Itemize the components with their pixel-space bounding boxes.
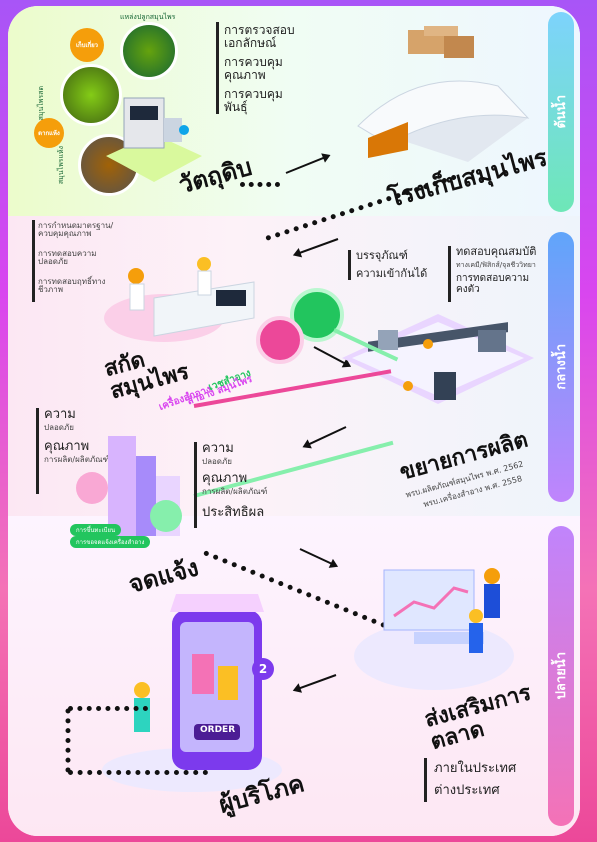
tab-downstream: ปลายน้ำ [548,526,574,826]
marketing-international: ต่างประเทศ [434,783,500,798]
reg-right-quality: คุณภาพ [202,471,248,486]
connector-consumer-loop-top [68,706,148,711]
warehouse-illustration [348,20,538,166]
registration-building-illustration [72,426,192,550]
cart-count-badge: 2 [252,658,274,680]
content-panel: ต้นน้ำ กลางน้ำ ปลายน้ำ เก็บเกี่ยว ตากแห้… [8,6,580,836]
registration-pill-notify: การขอจดแจ้งเครื่องสำอาง [70,536,151,548]
arc-text-dried: สมุนไพรแห้ง [57,146,65,185]
tab-upstream: ต้นน้ำ [548,12,574,212]
extraction-lab-illustration [104,238,264,348]
production-right-bracket [448,246,451,302]
marketing-illustration [354,546,524,696]
factory-illustration [338,300,538,424]
fresh-herb-circle [120,22,178,80]
reg-right-quality-sub: การผลิต/ผลิตภัณฑ์ [202,487,268,496]
cosmetic-circle-2 [256,316,304,364]
drying-badge-text: ตากแห้ง [38,130,60,137]
production-label-test: ทดสอบคุณสมบัติ [456,245,537,258]
herb-leaves-circle [60,64,122,126]
connector-consumer-loop-left [65,708,71,773]
registration-right-bracket [194,442,197,528]
connector-consumer-loop-bottom [68,770,208,775]
order-label: ORDER [200,725,236,735]
raw-label-quality: การควบคุมคุณภาพ [224,55,283,82]
production-left-bracket [348,250,351,280]
tab-downstream-label: ปลายน้ำ [553,652,569,700]
registration-left-bracket [36,408,39,494]
raw-labels-bracket [216,22,219,114]
marketing-domestic: ภายในประเทศ [434,761,517,776]
extraction-label-standard: การกำหนดมาตรฐาน/ควบคุมคุณภาพ [38,221,114,239]
raw-label-breed: การควบคุมพันธุ์ [224,87,283,114]
arc-text-fresh: สมุนไพรสด [37,86,45,121]
production-label-test-sub: ทางเคมี/ฟิสิกส์/จุลชีววิทยา [456,261,536,269]
arc-text-source: แหล่งปลูกสมุนไพร [120,13,176,21]
extraction-label-bio: การทดสอบฤทธิ์ทางชีวภาพ [38,277,106,295]
drying-badge: ตากแห้ง [34,118,64,148]
raw-label-identity: การตรวจสอบเอกลักษณ์ [224,23,295,50]
lab-platform [104,92,204,184]
harvest-badge: เก็บเกี่ยว [70,28,104,62]
registration-pill-register: การขึ้นทะเบียน [70,524,122,536]
reg-left-quality-sub: การผลิต/ผลิตภัณฑ์ [44,455,110,464]
tab-midstream-label: กลางน้ำ [553,344,569,390]
extraction-labels-bracket [32,220,35,302]
reg-left-safety: ความ [44,407,76,422]
consumer-phone-illustration [102,594,282,794]
reg-right-safety: ความ [202,441,234,456]
reg-right-safety-sub: ปลอดภัย [202,457,232,466]
reg-left-safety-sub: ปลอดภัย [44,423,74,432]
cart-count: 2 [258,662,268,676]
harvest-badge-text: เก็บเกี่ยว [75,42,99,49]
reg-left-quality: คุณภาพ [44,439,90,454]
tab-upstream-label: ต้นน้ำ [553,95,569,129]
reg-right-efficacy: ประสิทธิผล [202,505,265,520]
connector-raw-warehouse [240,182,280,187]
marketing-bracket [424,758,427,802]
production-label-package: บรรจุภัณฑ์ [356,249,408,262]
tab-midstream: กลางน้ำ [548,232,574,502]
production-label-stability: การทดสอบความคงตัว [456,273,530,295]
extraction-label-safety: การทดสอบความปลอดภัย [38,249,97,267]
production-label-compat: ความเข้ากันได้ [356,267,428,280]
